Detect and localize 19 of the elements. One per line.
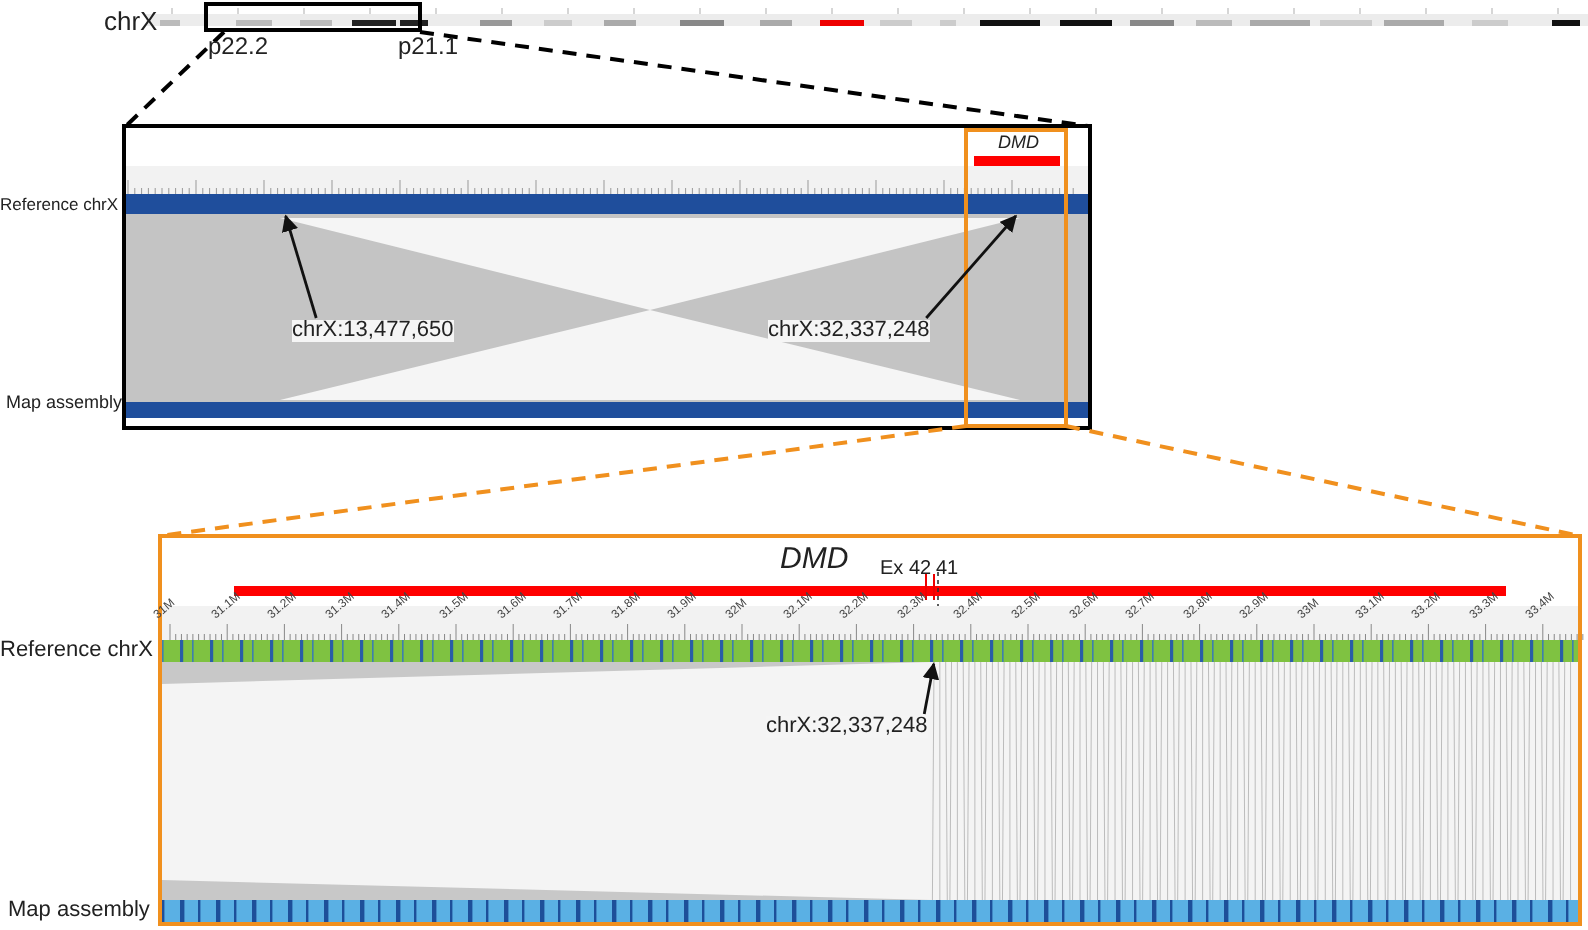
band-label: p21.1 xyxy=(398,34,459,58)
exon-label: 41 xyxy=(936,560,959,580)
gene-label: DMD xyxy=(998,134,1039,152)
track-label: Reference chrX xyxy=(0,640,153,662)
arrow xyxy=(925,214,1017,319)
track-label: Reference chrX xyxy=(0,196,119,213)
alignment-drawing xyxy=(126,214,1088,402)
exon-label: Ex 42 xyxy=(880,560,932,580)
chromosome-label: chrX xyxy=(104,8,158,34)
track-label: Map assembly xyxy=(6,394,123,412)
gene-label: DMD xyxy=(780,544,849,574)
band-label: p22.2 xyxy=(208,34,269,58)
arrow xyxy=(922,662,940,715)
coordinate-label: chrX:32,337,248 xyxy=(766,716,928,738)
coordinate-label: chrX:32,337,248 xyxy=(768,320,930,342)
alignment-drawing xyxy=(162,661,1578,901)
coordinate-label: chrX:13,477,650 xyxy=(292,320,454,342)
arrow xyxy=(282,214,318,319)
track-label: Map assembly xyxy=(8,900,150,922)
